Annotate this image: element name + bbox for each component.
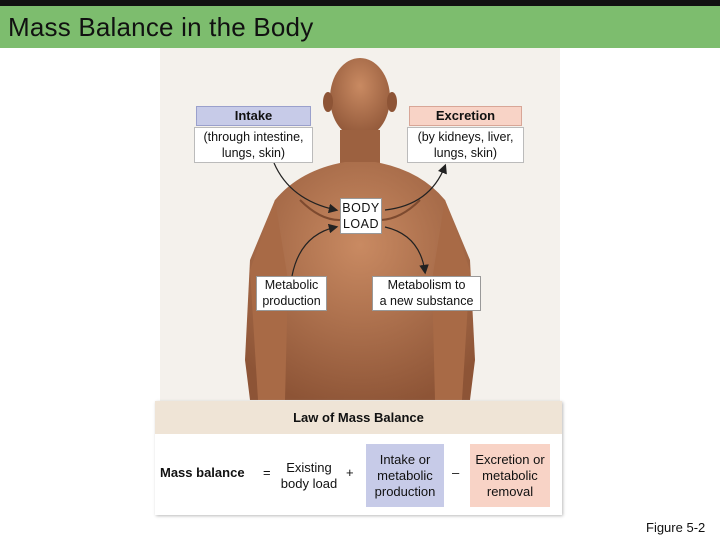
metabolic-production-line-2: production xyxy=(262,294,321,308)
minus-sign: – xyxy=(452,465,460,480)
excretion-term-line-2: metabolic xyxy=(482,468,538,483)
excretion-header-text: Excretion xyxy=(435,108,496,123)
intake-term-line-2: metabolic xyxy=(377,468,433,483)
body-load-box: BODY LOAD xyxy=(340,198,382,234)
figure-label: Figure 5-2 xyxy=(646,520,706,535)
intake-detail: (through intestine, lungs, skin) xyxy=(194,127,313,163)
intake-term-line-3: production xyxy=(374,484,436,499)
law-header: Law of Mass Balance xyxy=(155,401,562,434)
title-bar: Mass Balance in the Body xyxy=(0,0,720,48)
excretion-detail-line-1: (by kidneys, liver, xyxy=(417,130,514,144)
intake-term-box: Intake or metabolic production xyxy=(366,444,444,507)
metabolic-production-line-1: Metabolic xyxy=(264,278,319,292)
intake-detail-line-2: lungs, skin) xyxy=(221,146,286,160)
intake-detail-line-1: (through intestine, xyxy=(203,130,304,144)
law-of-mass-balance-panel: Law of Mass Balance Mass balance = Exist… xyxy=(155,401,562,515)
metabolism-new-line-1: Metabolism to xyxy=(387,278,466,292)
excretion-detail-line-2: lungs, skin) xyxy=(433,146,498,160)
excretion-term-line-1: Excretion or xyxy=(475,452,545,467)
equals-sign: = xyxy=(263,465,271,480)
excretion-detail: (by kidneys, liver, lungs, skin) xyxy=(407,127,524,163)
metabolic-production-box: Metabolic production xyxy=(256,276,327,311)
intake-header-text: Intake xyxy=(234,108,273,123)
excretion-header: Excretion xyxy=(409,106,522,126)
existing-body-load: Existing body load xyxy=(275,460,343,492)
excretion-term-line-3: removal xyxy=(486,484,534,499)
excretion-term-box: Excretion or metabolic removal xyxy=(470,444,550,507)
mass-balance-label: Mass balance xyxy=(160,465,245,480)
metabolism-new-line-2: a new substance xyxy=(379,294,474,308)
existing-line-1: Existing xyxy=(286,460,332,475)
plus-sign: + xyxy=(346,465,354,480)
intake-header: Intake xyxy=(196,106,311,126)
existing-line-2: body load xyxy=(280,476,338,491)
arrows xyxy=(273,162,447,277)
intake-term-line-1: Intake or xyxy=(379,452,431,467)
body-load-line-2: LOAD xyxy=(342,217,380,231)
metabolism-new-substance-box: Metabolism to a new substance xyxy=(372,276,481,311)
page-title: Mass Balance in the Body xyxy=(8,12,314,42)
body-load-line-1: BODY xyxy=(342,201,380,215)
